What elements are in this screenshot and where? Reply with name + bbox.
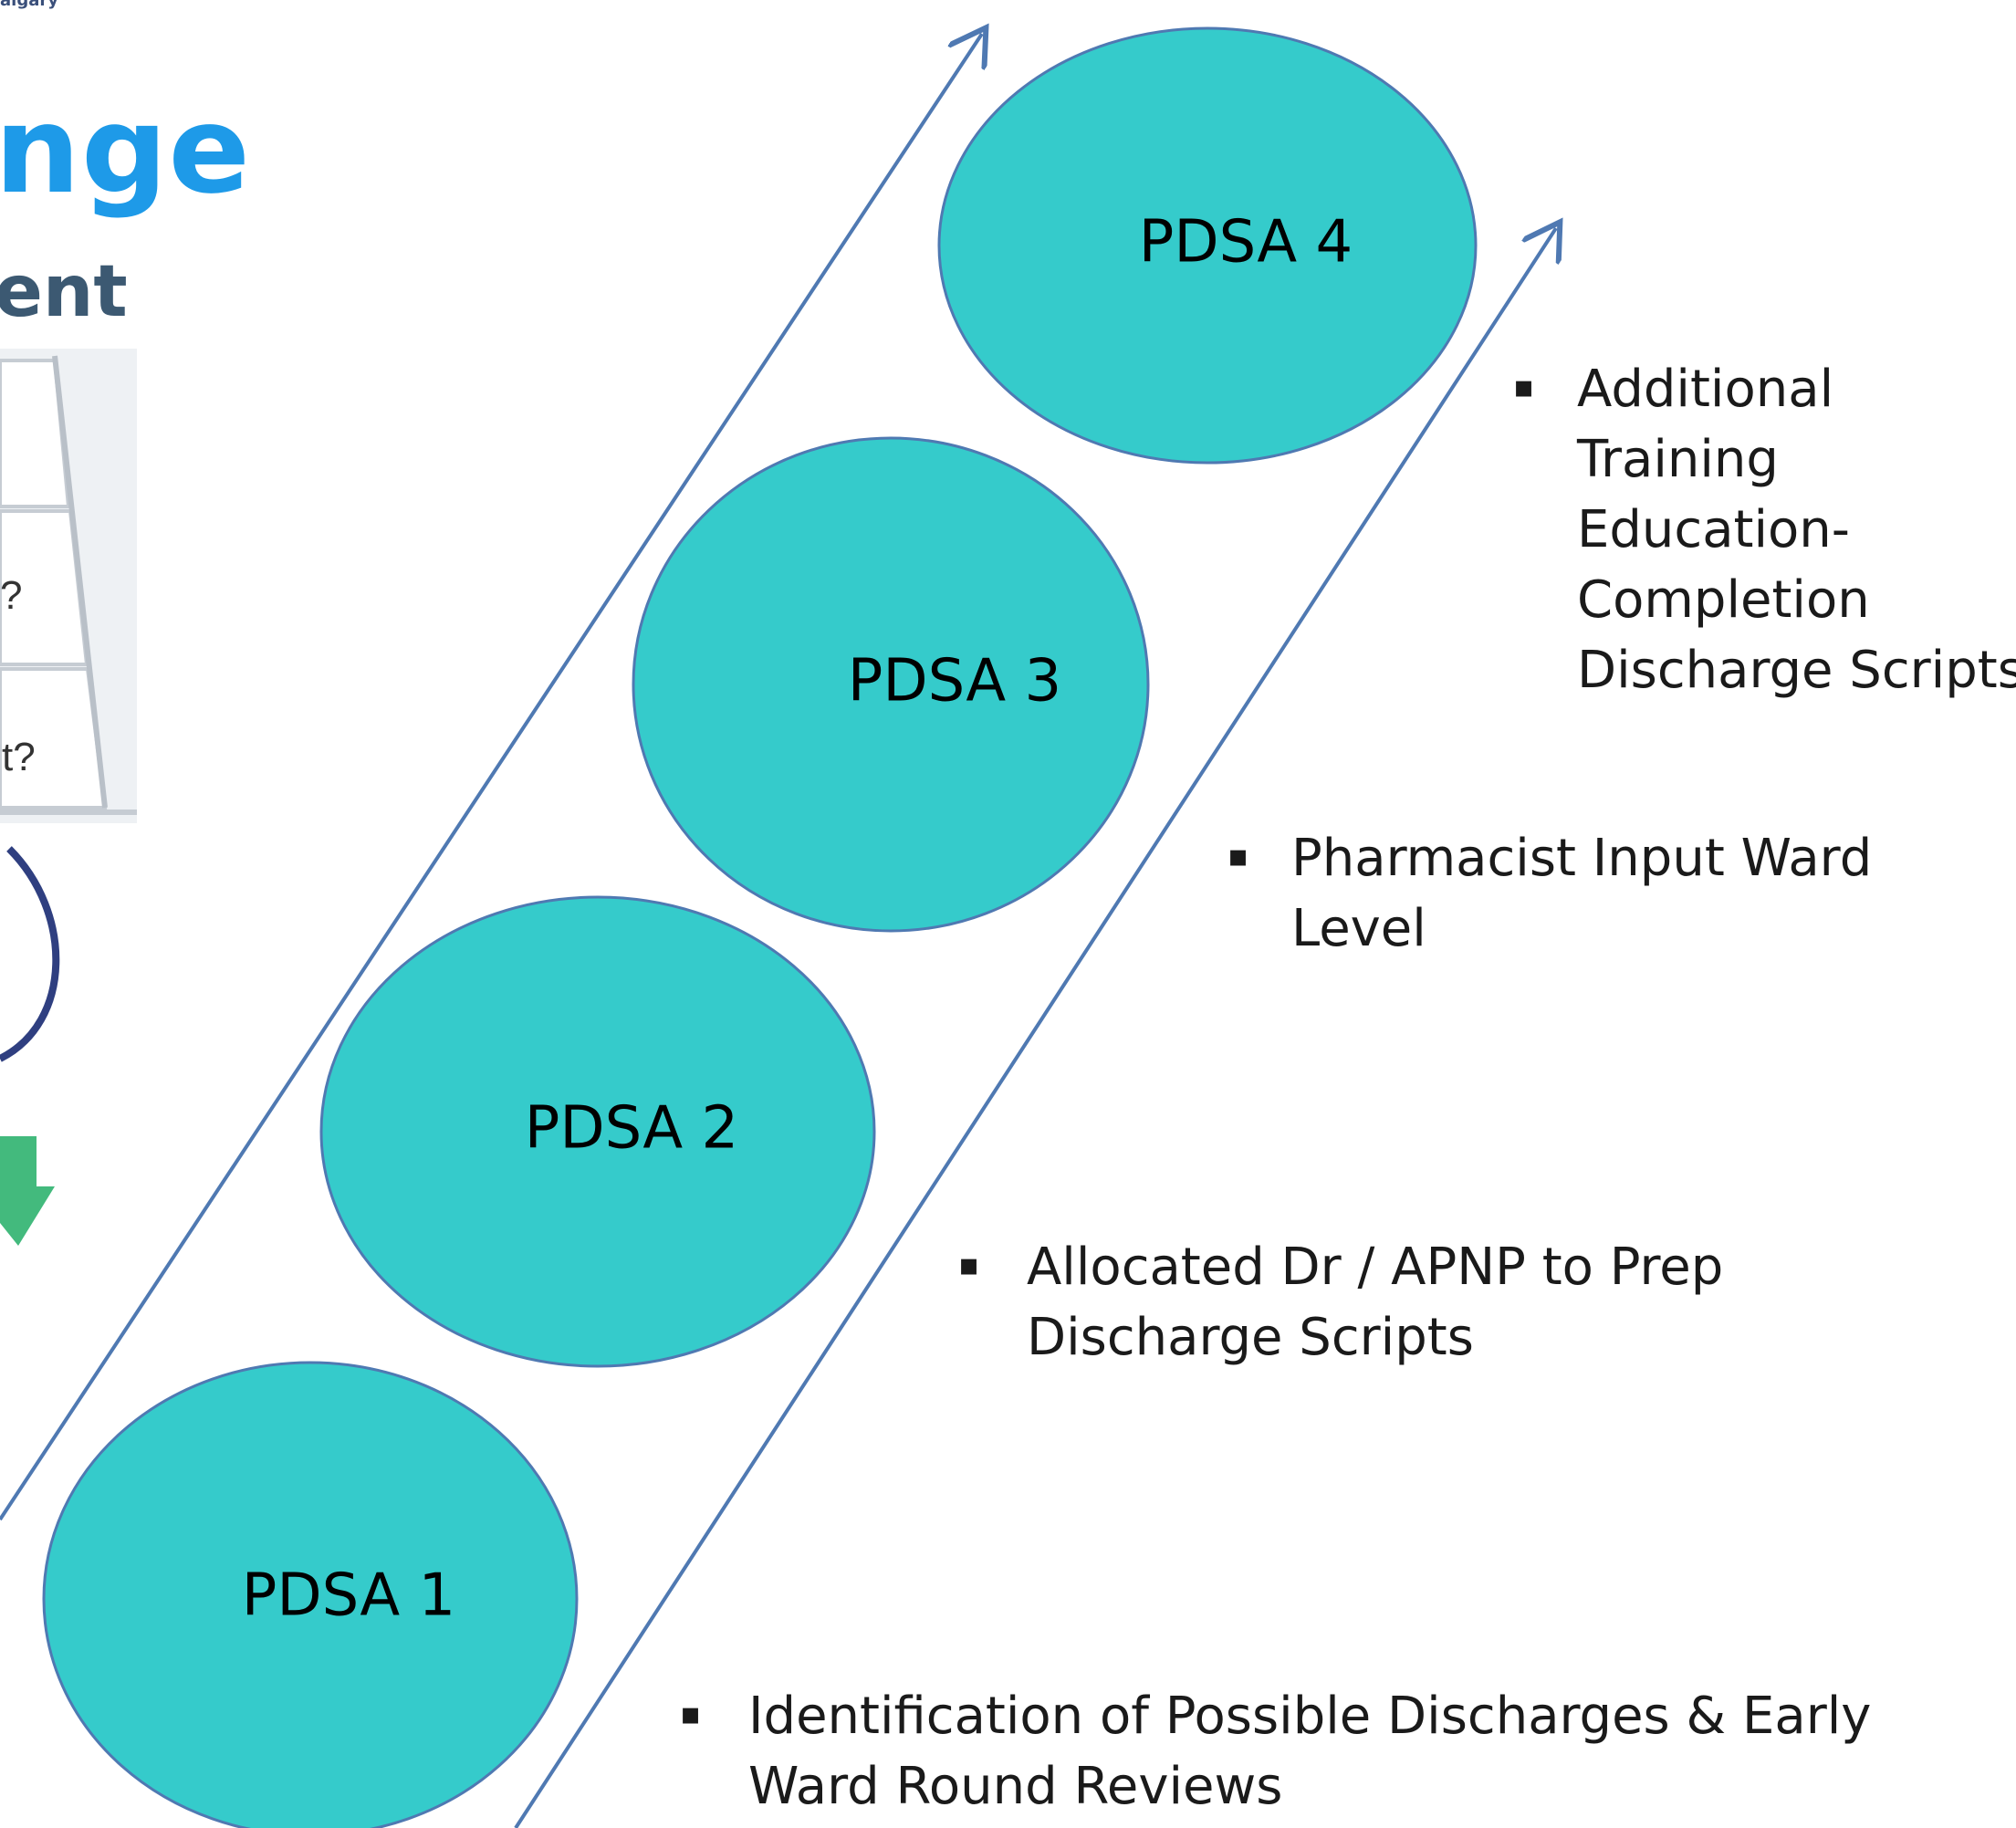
ramp-arrow-left: [0, 34, 982, 1521]
bullet-marker: ▪: [1513, 369, 1535, 405]
slide-subtitle-fragment: ent: [0, 251, 128, 333]
bullet-pdsa-3: ▪ Pharmacist Input Ward Level: [1227, 823, 1976, 964]
pdsa-cycle-4: PDSA 4: [937, 26, 1478, 465]
bullet-pdsa-4: ▪ Additional Training Education- Complet…: [1513, 354, 2016, 705]
pdsa-4-label: PDSA 4: [1139, 209, 1353, 277]
bullet-line: Pharmacist Input Ward: [1291, 829, 1873, 888]
bullet-line: Completion: [1577, 570, 1870, 630]
pyramid-row3-text: t?: [2, 735, 36, 779]
bullet-line: Discharge Scripts: [1577, 641, 2016, 700]
bullet-pdsa-2: ▪ Allocated Dr / APNP to Prep Discharge …: [958, 1232, 1962, 1373]
slide-title-fragment: nge: [0, 80, 251, 221]
pyramid-row2-text: ?: [0, 573, 23, 618]
logo-fragment: algary: [0, 0, 58, 10]
bullet-line: Training: [1577, 430, 1779, 489]
cycle-arrow-fragment: [0, 846, 60, 1246]
pdsa-cycle-2: PDSA 2: [319, 895, 876, 1368]
pdsa-2-label: PDSA 2: [525, 1095, 739, 1163]
bullet-line: Education-: [1577, 500, 1851, 559]
bullet-line: Ward Round Reviews: [748, 1757, 1283, 1816]
bullet-line: Identification of Possible Discharges & …: [748, 1687, 1872, 1746]
bullet-marker: ▪: [1227, 838, 1249, 874]
bullet-line: Discharge Scripts: [1027, 1308, 1474, 1367]
pdsa-1-label: PDSA 1: [242, 1562, 456, 1630]
pdsa-3-label: PDSA 3: [848, 648, 1062, 716]
bullet-pdsa-1: ▪ Identification of Possible Discharges …: [680, 1681, 1958, 1822]
bullet-marker: ▪: [680, 1696, 702, 1732]
bullet-marker: ▪: [958, 1247, 980, 1283]
bullet-line: Allocated Dr / APNP to Prep: [1027, 1238, 1724, 1297]
pdsa-cycle-1: PDSA 1: [42, 1361, 579, 1828]
ramp-arrow-right: [514, 228, 1556, 1828]
bullet-line: Level: [1291, 899, 1426, 958]
bullet-line: Additional: [1577, 360, 1834, 419]
pdsa-cycle-3: PDSA 3: [632, 436, 1150, 933]
pyramid-fragment: [0, 349, 137, 823]
